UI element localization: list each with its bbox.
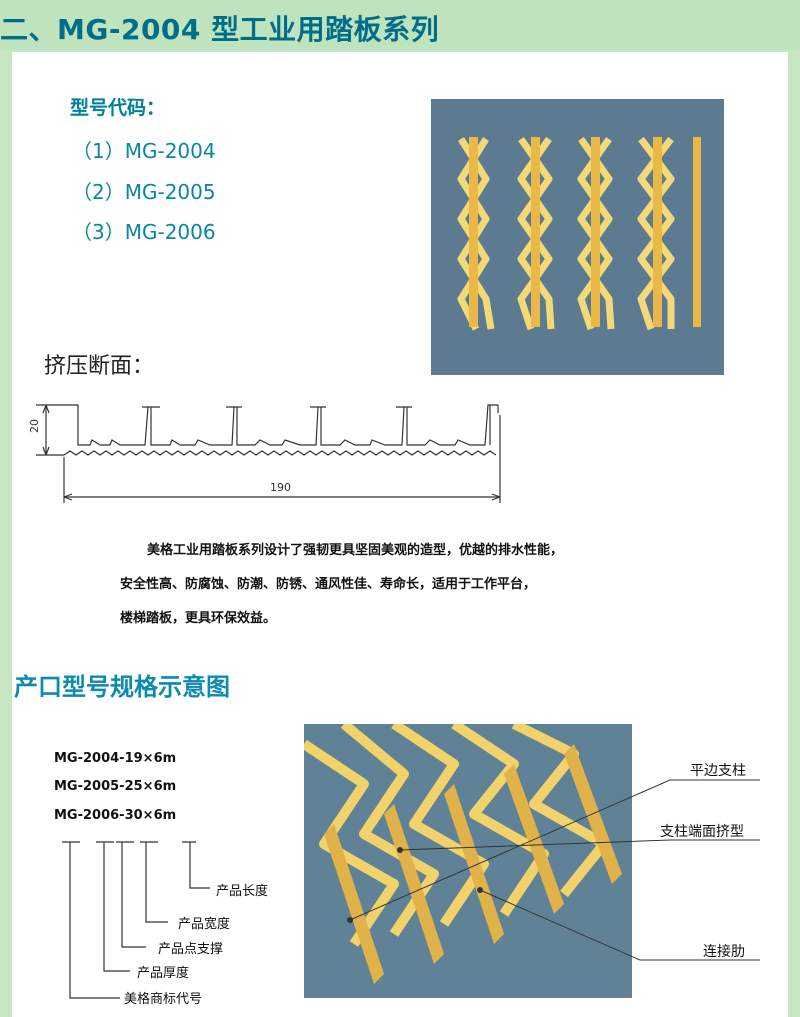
- description-line: 安全性高、防腐蚀、防潮、防锈、通风性佳、寿命长，适用于工作平台，: [120, 577, 537, 592]
- description-line: 美格工业用踏板系列设计了强韧更具坚固美观的造型，优越的排水性能，: [147, 543, 564, 558]
- product-photo-closeup: [304, 724, 632, 998]
- callout-lines: [347, 779, 760, 961]
- width-dimension-label: 190: [270, 481, 291, 494]
- description-line: 楼梯踏板，更具环保效益。: [120, 611, 277, 626]
- spec-breakdown-tree: [62, 841, 210, 999]
- callout-flat-post: 平边支柱: [690, 763, 746, 779]
- callout-connecting-rib: 连接肋: [703, 944, 745, 960]
- product-photo-tread: [431, 99, 724, 375]
- callout-post-extrusion: 支柱端面挤型: [660, 824, 744, 840]
- extrusion-title: 挤压断面：: [44, 354, 155, 379]
- tree-label-length: 产品长度: [216, 884, 269, 899]
- spec-model: MG-2006-30×6m: [54, 808, 177, 823]
- spec-model: MG-2004-19×6m: [54, 751, 177, 766]
- tree-label-thickness: 产品厚度: [137, 966, 190, 981]
- spec-title: 产口型号规格示意图: [14, 673, 230, 701]
- extrusion-profile-drawing: 20 190: [28, 404, 501, 503]
- tree-label-support: 产品点支撑: [158, 942, 224, 957]
- model-code-item: （3）MG-2006: [72, 220, 216, 244]
- header-band: [0, 0, 800, 50]
- model-code-title: 型号代码：: [70, 97, 166, 119]
- page-title: 二、MG-2004 型工业用踏板系列: [0, 13, 440, 46]
- spec-model: MG-2005-25×6m: [54, 779, 177, 794]
- tree-label-width: 产品宽度: [178, 917, 231, 932]
- model-code-item: （2）MG-2005: [72, 180, 216, 204]
- tree-label-brand-code: 美格商标代号: [124, 992, 203, 1007]
- height-dimension-label: 20: [28, 419, 41, 433]
- model-code-item: （1）MG-2004: [72, 139, 216, 163]
